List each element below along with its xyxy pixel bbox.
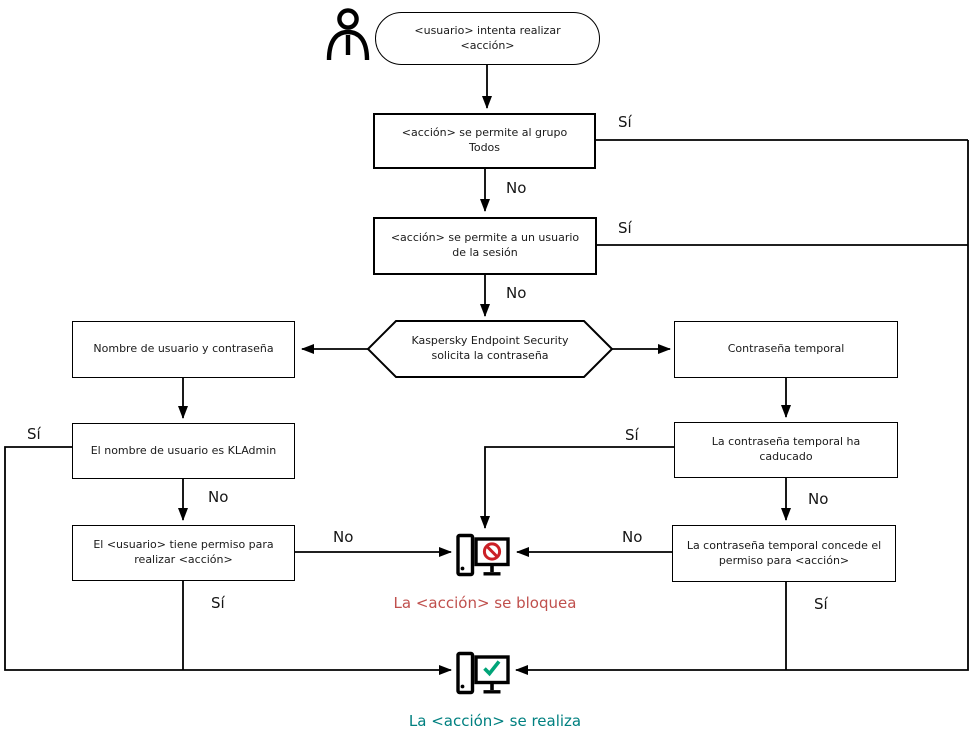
node-kes-prompts-password: Kaspersky Endpoint Security solicita la … <box>411 334 569 362</box>
node-temporary-password-expired: La contraseña temporal ha caducado <box>674 422 898 478</box>
node-username-is-kladmin: El nombre de usuario es KLAdmin <box>72 423 295 479</box>
edge-label-yes-expired: Sí <box>625 426 639 444</box>
node-start: <usuario> intenta realizar <acción> <box>375 12 600 65</box>
edge-label-no-permission: No <box>333 528 354 546</box>
action-blocked-label: La <acción> se bloquea <box>393 594 577 612</box>
edge-label-yes-permission: Sí <box>211 594 225 612</box>
edge-label-yes-kladmin: Sí <box>27 425 41 443</box>
edge-label-yes-session: Sí <box>618 219 632 237</box>
node-temporary-password: Contraseña temporal <box>674 321 898 378</box>
edge-label-no-kladmin: No <box>208 488 229 506</box>
action-performed-label: La <acción> se realiza <box>408 712 582 730</box>
node-temporary-password-grants-permission: La contraseña temporal concede el permis… <box>672 525 896 582</box>
prohibition-sign <box>482 542 502 561</box>
check-mark <box>483 660 501 677</box>
node-username-and-password: Nombre de usuario y contraseña <box>72 321 295 378</box>
edge-label-no-grants: No <box>622 528 643 546</box>
edge-label-no-expired: No <box>808 490 829 508</box>
node-action-allowed-everyone: <acción> se permite al grupo Todos <box>373 113 596 169</box>
edge-expired-yes-to-blocked <box>480 446 674 529</box>
edge-label-yes-everyone: Sí <box>618 113 632 131</box>
actor-icon <box>326 8 370 61</box>
edge-label-no-everyone: No <box>506 179 527 197</box>
edge-label-no-session: No <box>506 284 527 302</box>
node-user-has-permission: El <usuario> tiene permiso para realizar… <box>72 525 295 581</box>
computer-check-icon <box>456 651 510 695</box>
computer-blocked-icon <box>456 533 510 577</box>
node-action-allowed-session-user: <acción> se permite a un usuario de la s… <box>373 217 597 275</box>
edge-label-yes-grants: Sí <box>814 595 828 613</box>
